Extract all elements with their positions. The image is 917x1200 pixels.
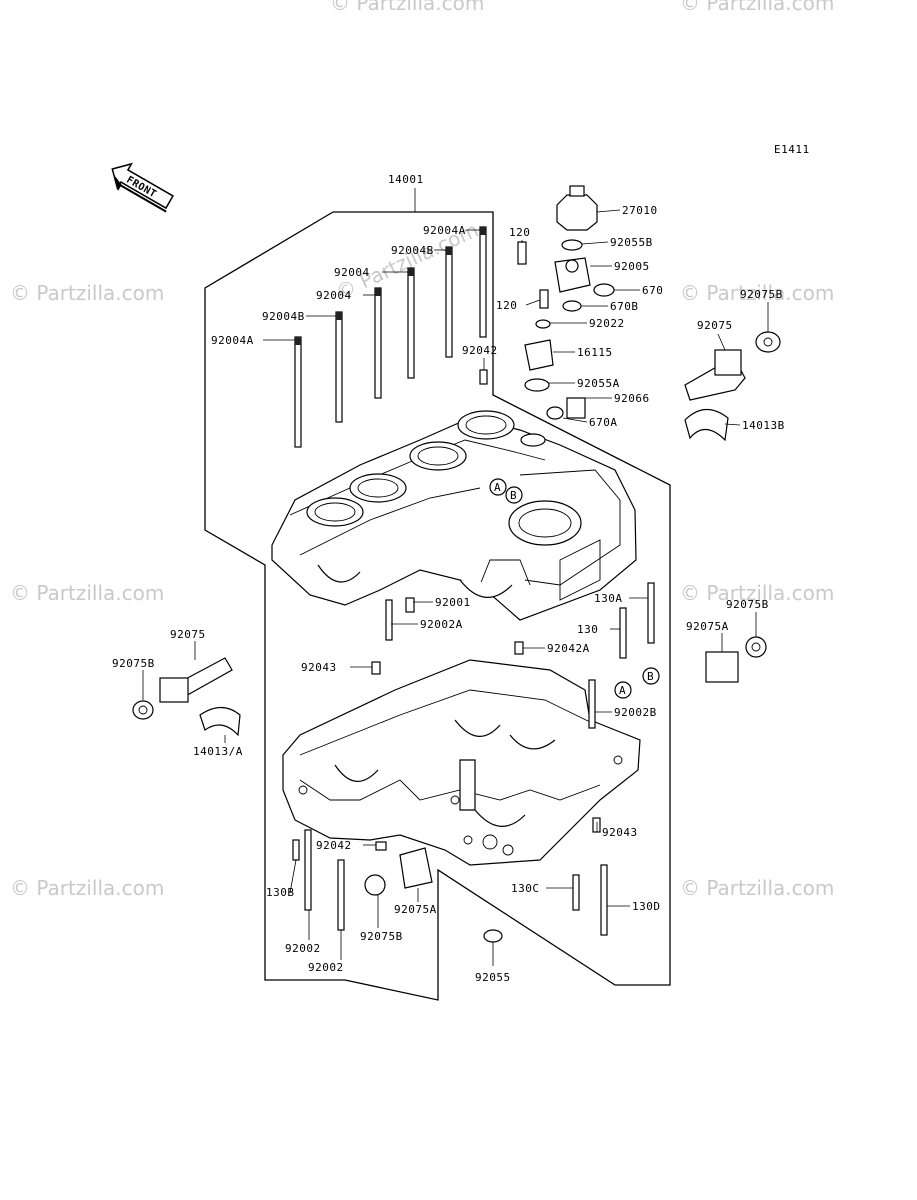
watermark-text: © Partzilla.com [680,0,834,15]
watermark-text: © Partzilla.com [680,876,834,900]
watermark-text: © Partzilla.com [680,581,834,605]
part-label-92042a: 92042A [547,642,590,655]
part-label-92075b: 92075B [726,598,769,611]
part-label-92043: 92043 [602,826,638,839]
main-part-number: 14001 [388,173,424,186]
watermark-text: © Partzilla.com [330,0,484,15]
diagram-code: E1411 [774,143,810,156]
part-label-92075a: 92075A [394,903,437,916]
watermark-text: © Partzilla.com [680,281,834,305]
stud-bolts [294,226,487,448]
part-label-92004: 92004 [334,266,370,279]
ref-b-label: B [647,670,654,683]
part-label-92075b: 92075B [360,930,403,943]
part-label-92002: 92002 [308,961,344,974]
part-label-92001: 92001 [435,596,471,609]
ref-a-label: A [494,481,501,494]
part-label-92002a: 92002A [420,618,463,631]
part-label-92055a: 92055A [577,377,620,390]
part-label-92055: 92055 [475,971,511,984]
part-label-92042: 92042 [316,839,352,852]
lower-crankcase [282,659,641,866]
part-label-27010: 27010 [622,204,658,217]
part-label-92004b: 92004B [262,310,305,323]
part-label-92004b: 92004B [391,244,434,257]
part-label-92002: 92002 [285,942,321,955]
part-label-92005: 92005 [614,260,650,273]
part-label-92004a: 92004A [211,334,254,347]
assembly-frame [204,211,671,1001]
part-label-670a: 670A [589,416,618,429]
ref-b-label: B [510,489,517,502]
leader-lines [142,209,769,966]
part-label-130: 130 [577,623,598,636]
part-label-130d: 130D [632,900,661,913]
part-label-14013a: 14013/A [193,745,243,758]
ref-circle-b-lower [642,667,660,685]
part-label-92043: 92043 [301,661,337,674]
oil-pressure-switch-group [479,185,615,420]
ref-circle-b [505,486,523,504]
part-label-92055b: 92055B [610,236,653,249]
watermark-text: © Partzilla.com [10,281,164,305]
part-label-670: 670 [642,284,663,297]
part-label-120: 120 [496,299,517,312]
part-labels: 27010 92055B 92005 670 670B 92022 16115 … [112,204,785,984]
right-lower-bearing-group: A B [572,582,767,936]
right-shaft-group [684,331,781,442]
part-label-14013b: 14013B [742,419,785,432]
lower-small-parts [292,597,524,943]
ref-a-label: A [619,684,626,697]
part-label-130b: 130B [266,886,295,899]
watermark-text: © Partzilla.com [10,581,164,605]
part-label-130a: 130A [594,592,623,605]
front-arrow-icon: FRONT [111,162,174,213]
part-label-16115: 16115 [577,346,613,359]
ref-circle-a [489,478,507,496]
part-label-92075b: 92075B [740,288,783,301]
part-label-92075: 92075 [170,628,206,641]
part-label-670b: 670B [610,300,639,313]
upper-crankcase: A B [271,410,637,621]
part-label-92066: 92066 [614,392,650,405]
ref-circle-a-lower [614,681,632,699]
part-label-92002b: 92002B [614,706,657,719]
part-label-120: 120 [509,226,530,239]
part-label-130c: 130C [511,882,540,895]
part-label-92075a: 92075A [686,620,729,633]
part-label-92075: 92075 [697,319,733,332]
part-label-92075b: 92075B [112,657,155,670]
part-label-92004a: 92004A [423,224,466,237]
part-label-92042: 92042 [462,344,498,357]
part-label-92022: 92022 [589,317,625,330]
left-shaft-group [132,657,241,737]
part-label-92004: 92004 [316,289,352,302]
watermark-text: © Partzilla.com [10,876,164,900]
